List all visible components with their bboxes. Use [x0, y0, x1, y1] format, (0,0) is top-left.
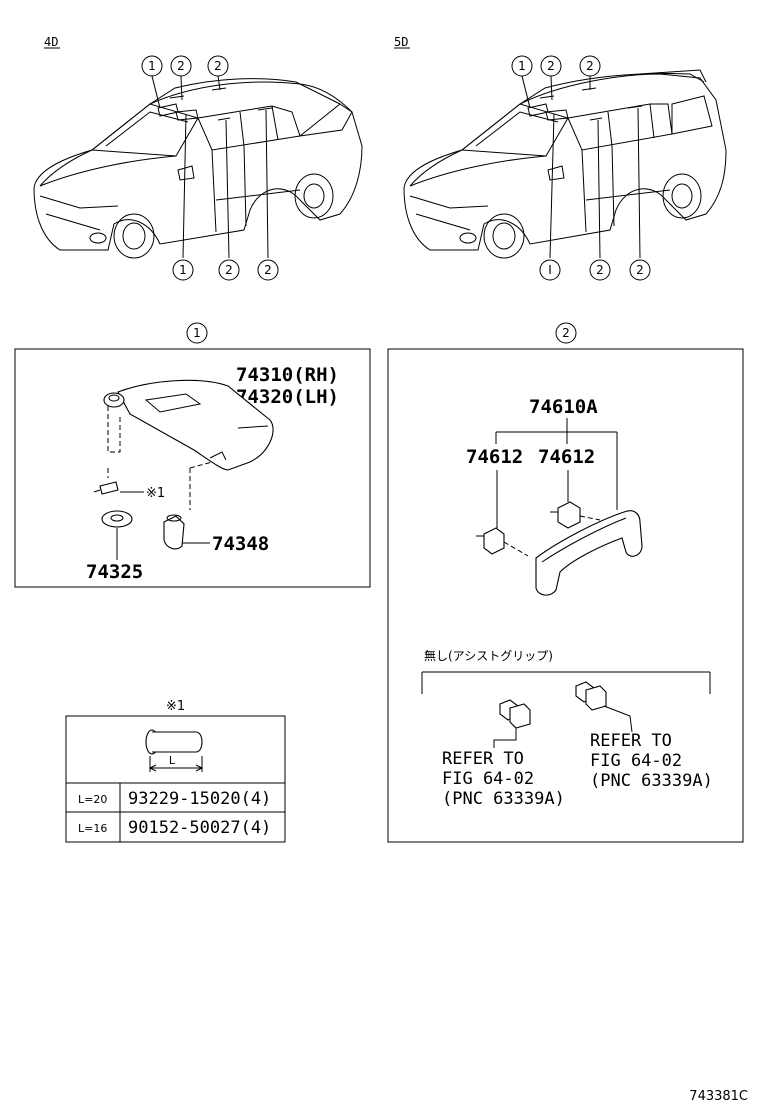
screw-length: L=20: [78, 793, 107, 806]
screw-note-mark: ※1: [146, 486, 165, 501]
callout: 2: [264, 263, 272, 277]
callout: 2: [225, 263, 233, 277]
refer-note: (PNC 63339A): [442, 789, 565, 809]
callout: 1: [148, 59, 156, 73]
panel2-ref: 2: [555, 322, 577, 344]
callout: 2: [177, 59, 185, 73]
svg-text:1: 1: [193, 326, 201, 340]
dimension-label: L: [169, 754, 176, 767]
assist-grip-drawing: [476, 501, 643, 596]
callout: 1: [518, 59, 526, 73]
figure-id: 743381C: [689, 1089, 748, 1104]
sedan-top-callouts: 1 2 2: [141, 55, 229, 77]
callout: 2: [636, 263, 644, 277]
wagon-bottom-callouts: I 2 2: [539, 259, 651, 281]
callout: I: [548, 263, 552, 277]
callout: 2: [214, 59, 222, 73]
visor-rh-part: 74310(RH): [236, 364, 339, 386]
panel2-frame: [387, 348, 744, 843]
bracket-part: 74325: [86, 561, 143, 583]
refer-note: FIG 64-02: [442, 769, 534, 789]
screw-part-number: 93229-15020(4): [128, 789, 271, 809]
cap-right-part: 74612: [538, 446, 595, 468]
without-assist-grip-label: 無し(アシストグリップ): [424, 648, 553, 663]
visor-lh-part: 74320(LH): [236, 386, 339, 408]
wagon-top-callouts: 1 2 2: [511, 55, 601, 77]
grip-assy-part: 74610A: [529, 396, 598, 418]
view-label-4d: 4D: [44, 35, 58, 49]
screw-length: L=16: [78, 822, 107, 835]
callout: 1: [179, 263, 187, 277]
cap-left-part: 74612: [466, 446, 523, 468]
panel1-frame: [14, 348, 371, 588]
refer-note: REFER TO: [590, 731, 672, 751]
sedan-leaders: [151, 75, 269, 259]
svg-text:2: 2: [562, 326, 570, 340]
callout: 2: [586, 59, 594, 73]
panel1-ref: 1: [186, 322, 208, 344]
screw-table-note: ※1: [166, 699, 185, 714]
sun-visor-drawing: [93, 379, 274, 560]
refer-note: FIG 64-02: [590, 751, 682, 771]
sedan-illustration: [33, 78, 363, 259]
wagon-illustration: [403, 69, 727, 259]
screw-table-frame: [65, 715, 286, 843]
refer-note: (PNC 63339A): [590, 771, 713, 791]
callout: 2: [596, 263, 604, 277]
wagon-leaders: [521, 75, 641, 259]
clip-part: 74348: [212, 533, 269, 555]
plug-drawings: [493, 681, 633, 748]
screw-drawing: [145, 729, 204, 772]
refer-note: REFER TO: [442, 749, 524, 769]
view-label-5d: 5D: [394, 35, 408, 49]
sedan-bottom-callouts: 1 2 2: [172, 259, 279, 281]
screw-part-number: 90152-50027(4): [128, 818, 271, 838]
callout: 2: [547, 59, 555, 73]
